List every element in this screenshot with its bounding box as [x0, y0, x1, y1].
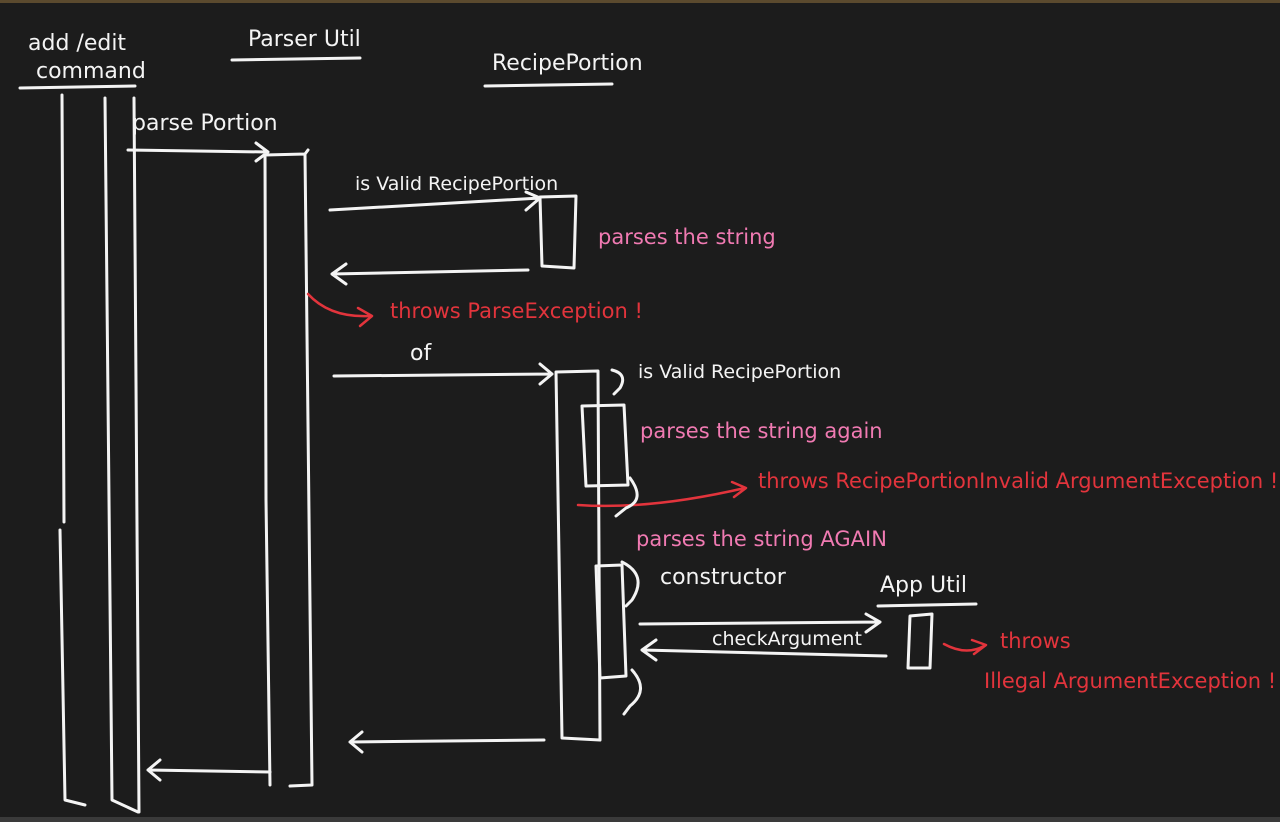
- message-of: of: [410, 341, 432, 366]
- top-edge: [0, 0, 1280, 3]
- activation-parser-util: [263, 148, 314, 788]
- participant-app-util: App Util: [880, 573, 967, 598]
- arrow-parse-portion: [126, 141, 270, 163]
- activation-is-valid-1: [538, 194, 578, 270]
- participant-recipe-portion-underline: [483, 82, 614, 88]
- exception-illegal-line1: throws: [1000, 629, 1071, 653]
- message-is-valid-2: is Valid RecipePortion: [638, 361, 841, 383]
- note-parses-string: parses the string: [598, 225, 776, 249]
- exception-parse: throws ParseException !: [390, 299, 643, 323]
- activation-recipe-portion: [554, 369, 602, 742]
- arrow-self-constructor: [620, 560, 640, 608]
- arrow-parse-exception: [306, 292, 374, 328]
- arrow-return-is-valid-1: [330, 262, 530, 286]
- message-constructor: constructor: [660, 565, 787, 590]
- exception-illegal-line2: Illegal ArgumentException !: [984, 669, 1276, 693]
- bottom-edge: [0, 817, 1280, 822]
- exception-invalid-argument: throws RecipePortionInvalid ArgumentExce…: [758, 469, 1278, 493]
- activation-app-util: [906, 612, 934, 670]
- arrow-check-argument: [638, 612, 882, 634]
- participant-app-util-underline: [876, 602, 978, 608]
- participant-add-edit-underline: [18, 84, 137, 90]
- participant-parser-util: Parser Util: [248, 27, 361, 52]
- arrow-self-is-valid-2: [610, 368, 625, 396]
- arrow-illegal-argument: [942, 638, 988, 656]
- note-parses-again: parses the string again: [640, 419, 883, 443]
- activation-constructor: [594, 563, 628, 680]
- arrow-return-recipe-portion: [348, 730, 546, 754]
- participant-add-edit-line2: command: [36, 59, 146, 84]
- arrow-constructor-return: [622, 668, 642, 716]
- message-is-valid-1: is Valid RecipePortion: [355, 173, 558, 195]
- arrow-return-check-argument: [640, 638, 888, 662]
- arrow-return-parser-util: [146, 758, 272, 782]
- participant-recipe-portion: RecipePortion: [492, 51, 643, 76]
- note-parses-again-caps: parses the string AGAIN: [636, 527, 887, 551]
- arrow-self-return: [614, 476, 639, 518]
- lifeline-add-edit: [58, 93, 141, 814]
- message-check-argument: checkArgument: [712, 628, 862, 650]
- message-parse-portion: parse Portion: [132, 111, 278, 136]
- activation-is-valid-2: [580, 403, 630, 488]
- arrow-invalid-argument: [576, 480, 748, 508]
- participant-parser-util-underline: [230, 56, 362, 62]
- arrow-of: [332, 362, 554, 386]
- participant-add-edit-line1: add /edit: [28, 31, 126, 56]
